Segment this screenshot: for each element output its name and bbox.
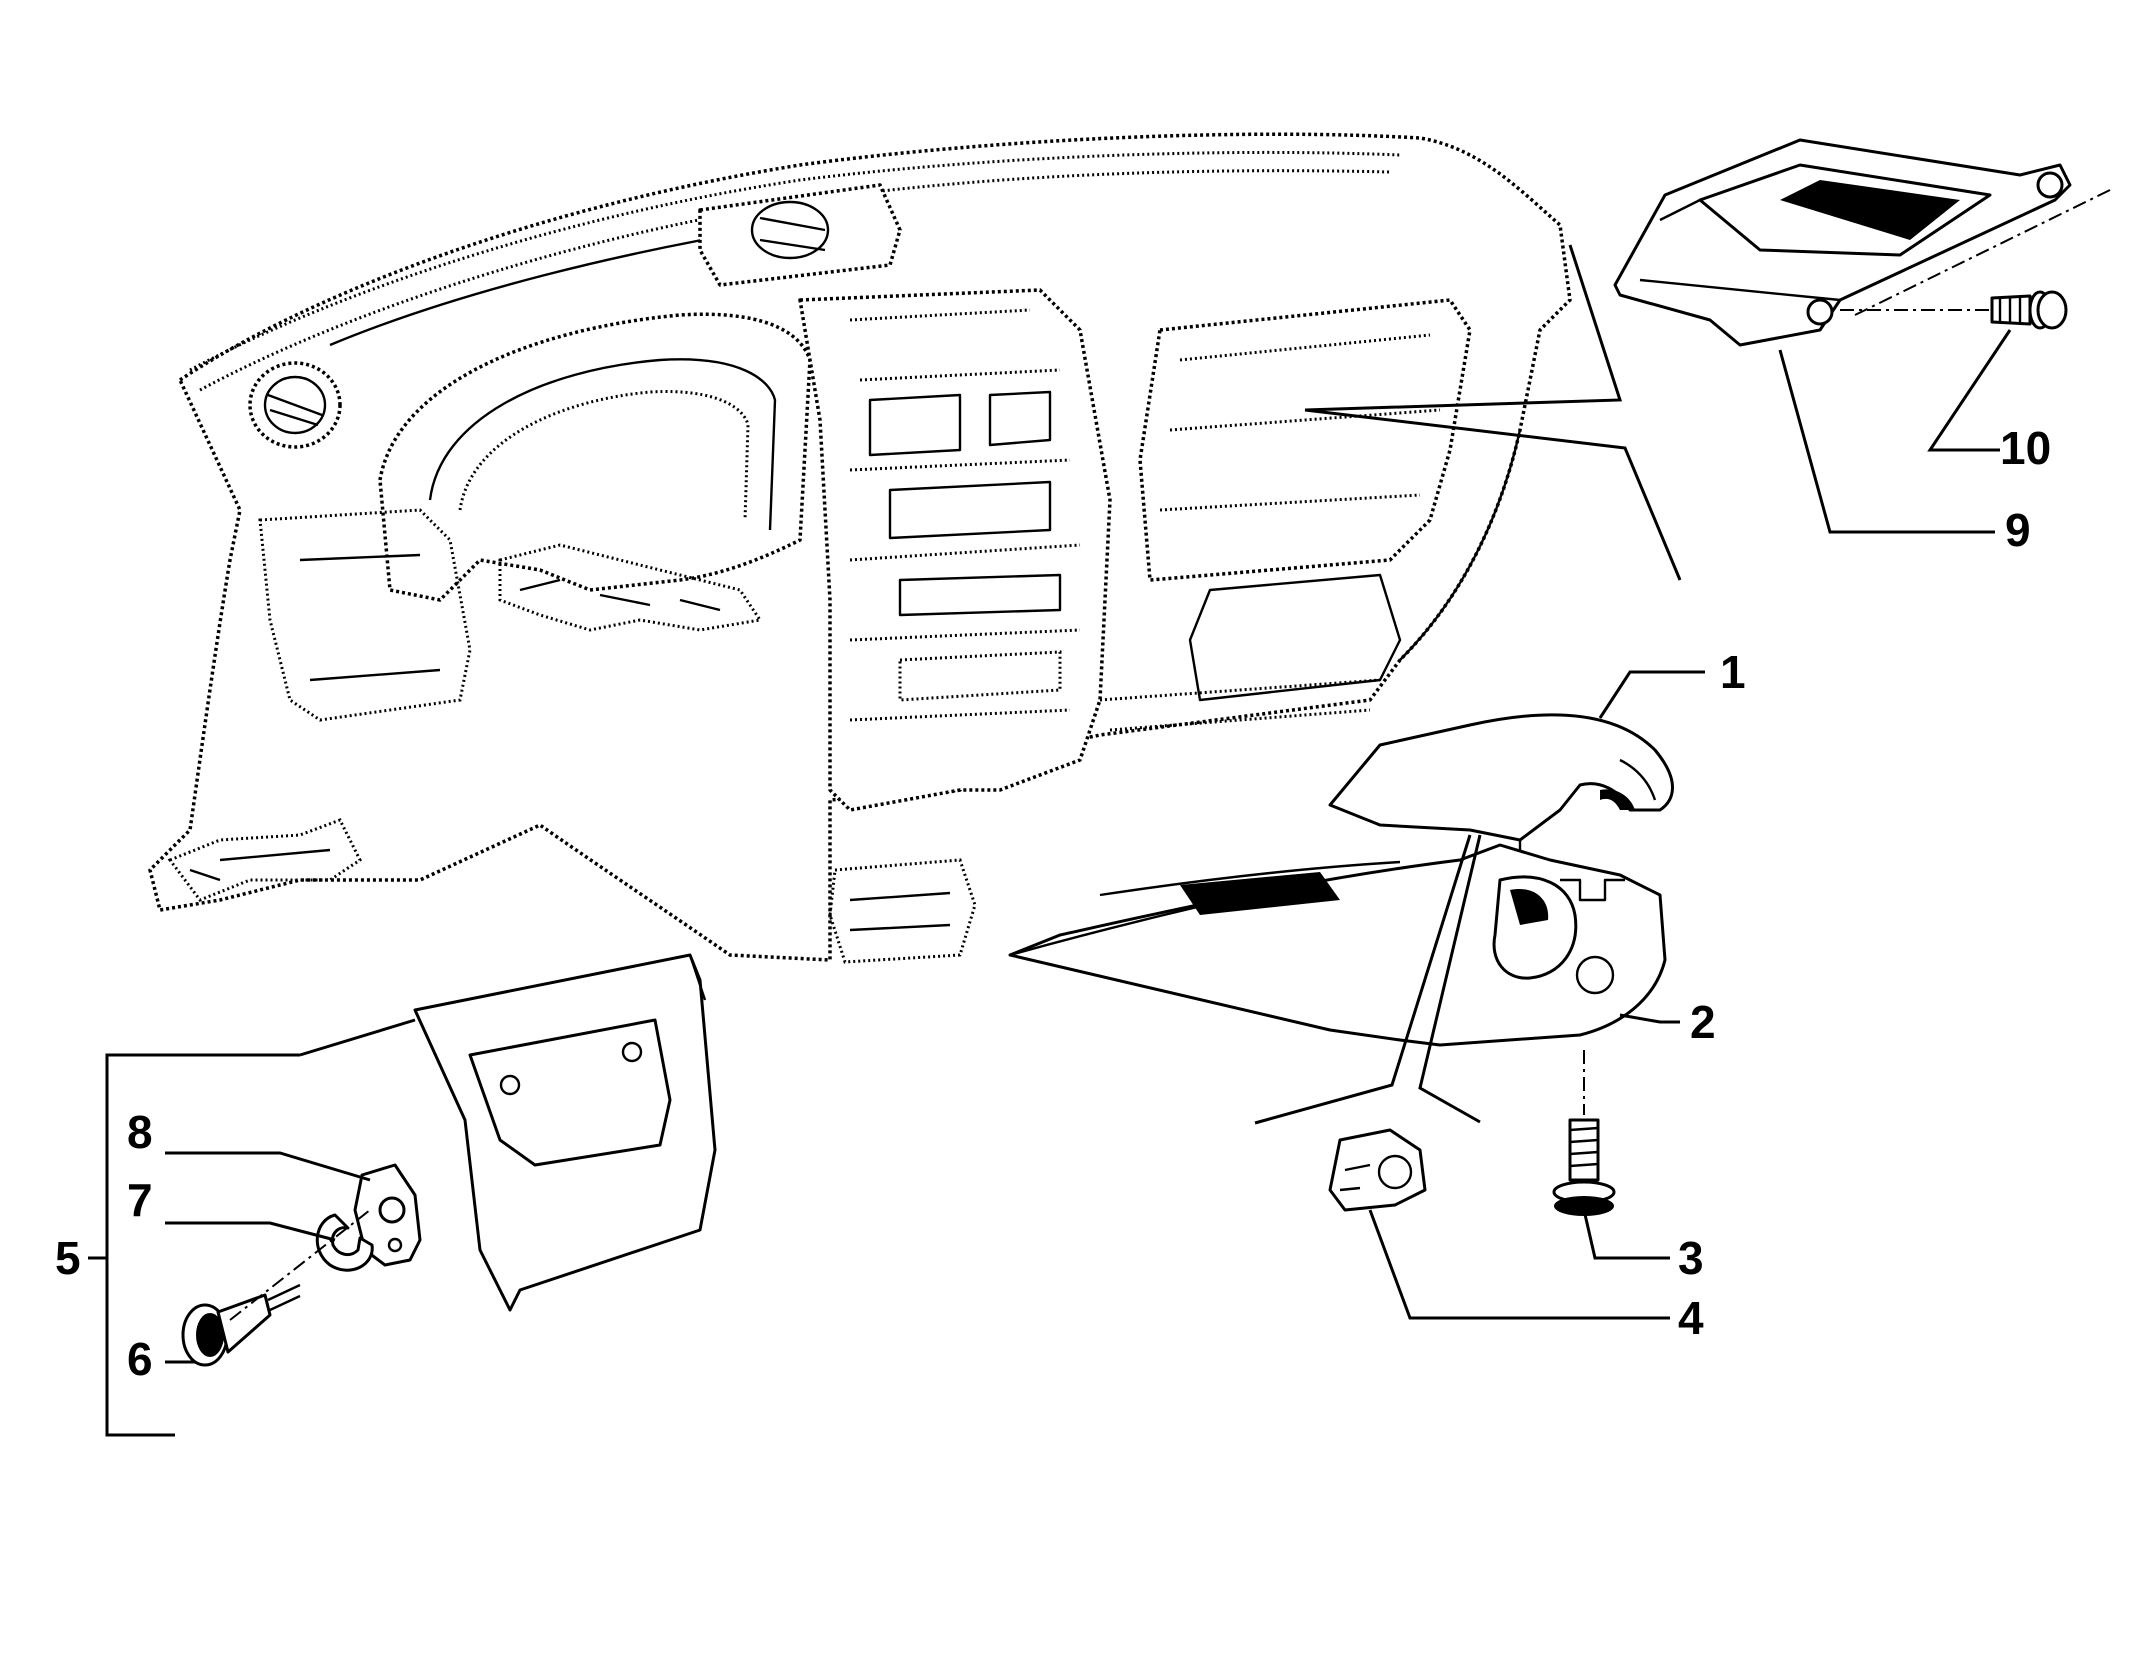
dashboard-top-strip (189, 150, 1401, 372)
part-3-screw (1552, 1118, 1616, 1216)
callout-6: 6 (127, 1333, 153, 1385)
center-air-vent (698, 183, 902, 287)
dashboard-assembly (148, 132, 1572, 964)
part-9-bracket (1613, 138, 2072, 347)
callout-4: 4 (1678, 1292, 1704, 1344)
callout-2: 2 (1690, 996, 1716, 1048)
part-2-lower-column-cover (1008, 843, 1667, 1047)
part-8-latch (353, 1163, 422, 1267)
part-6-knob (181, 1283, 301, 1367)
callout-8: 8 (127, 1106, 153, 1158)
center-bottom-bracket (828, 858, 977, 964)
callout-9: 9 (2005, 504, 2031, 556)
leader-lines (88, 244, 2012, 1437)
part-10-screw (1990, 290, 2068, 330)
center-console (798, 288, 1112, 812)
callout-10: 10 (2000, 422, 2051, 474)
glovebox-opening (1138, 298, 1472, 582)
callout-1: 1 (1720, 646, 1746, 698)
lower-left-bracket (167, 818, 362, 902)
part-4-clip (1328, 1128, 1427, 1212)
glovebox-lid (413, 953, 717, 1312)
axis-line-9 (1854, 189, 2111, 316)
callout-7: 7 (127, 1174, 153, 1226)
instrument-cluster-hood (378, 312, 812, 602)
callout-5: 5 (55, 1232, 81, 1284)
callout-3: 3 (1678, 1232, 1704, 1284)
axis-line-6 (229, 1209, 371, 1321)
left-knee-panel (258, 508, 472, 722)
part-1-upper-column-cover (1328, 713, 1674, 870)
steering-bracket (498, 543, 763, 632)
